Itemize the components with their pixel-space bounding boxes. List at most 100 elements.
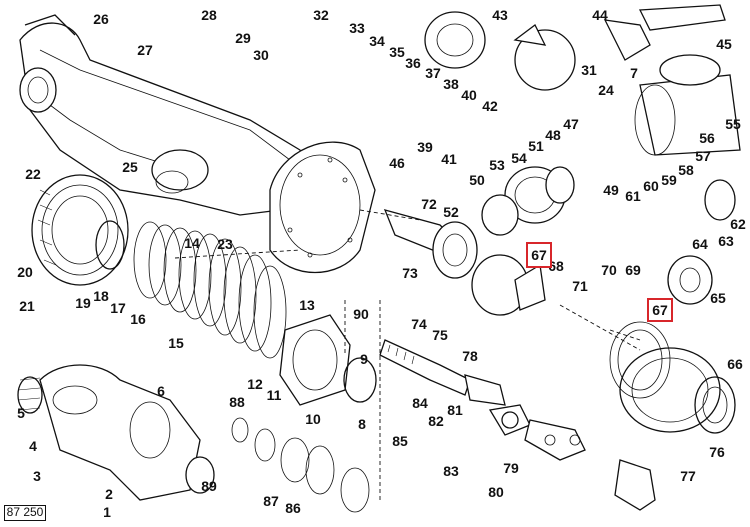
seal-set bbox=[231, 417, 370, 513]
callout-17: 17 bbox=[110, 300, 126, 316]
callout-86: 86 bbox=[285, 500, 301, 516]
callout-38: 38 bbox=[443, 76, 459, 92]
callout-21: 21 bbox=[19, 298, 35, 314]
callout-78: 78 bbox=[462, 348, 478, 364]
callout-60: 60 bbox=[643, 178, 659, 194]
callout-48: 48 bbox=[545, 127, 561, 143]
callout-74: 74 bbox=[411, 316, 427, 332]
callout-4: 4 bbox=[29, 438, 37, 454]
callout-82: 82 bbox=[428, 413, 444, 429]
callout-5: 5 bbox=[17, 405, 25, 421]
callout-45: 45 bbox=[716, 36, 732, 52]
callout-50a: 50 bbox=[469, 172, 485, 188]
callout-71: 71 bbox=[572, 278, 588, 294]
callout-85: 85 bbox=[392, 433, 408, 449]
callout-16: 16 bbox=[130, 311, 146, 327]
callout-87: 87 bbox=[263, 493, 279, 509]
callout-10: 10 bbox=[305, 411, 321, 427]
callout-84: 84 bbox=[412, 395, 428, 411]
pinion-assembly bbox=[383, 166, 575, 316]
callout-13: 13 bbox=[299, 297, 315, 313]
brake-disc-stack bbox=[133, 221, 287, 359]
callout-19: 19 bbox=[75, 295, 91, 311]
brake-hub bbox=[279, 314, 377, 406]
callout-31: 31 bbox=[581, 62, 597, 78]
callout-1: 1 bbox=[103, 504, 111, 520]
callout-66: 66 bbox=[727, 356, 743, 372]
callout-9: 9 bbox=[360, 351, 368, 367]
callout-34: 34 bbox=[369, 33, 385, 49]
callout-59: 59 bbox=[661, 172, 677, 188]
callout-52a: 52 bbox=[443, 204, 459, 220]
callout-72: 72 bbox=[421, 196, 437, 212]
callout-24: 24 bbox=[598, 82, 614, 98]
callout-42: 42 bbox=[482, 98, 498, 114]
callout-3: 3 bbox=[33, 468, 41, 484]
callout-6: 6 bbox=[157, 383, 165, 399]
callout-37: 37 bbox=[425, 65, 441, 81]
output-housing bbox=[634, 54, 741, 156]
callout-28: 28 bbox=[201, 7, 217, 23]
ring-gear bbox=[609, 321, 671, 399]
universal-joint bbox=[488, 404, 531, 436]
callout-14: 14 bbox=[184, 235, 200, 251]
callout-27a: 27 bbox=[137, 42, 153, 58]
callout-32: 32 bbox=[313, 7, 329, 23]
highlight-part-67-upper: 67 bbox=[526, 242, 552, 268]
yoke-assembly bbox=[524, 419, 656, 511]
callout-33: 33 bbox=[349, 20, 365, 36]
callout-81: 81 bbox=[447, 402, 463, 418]
callout-36: 36 bbox=[405, 55, 421, 71]
callout-39: 39 bbox=[417, 139, 433, 155]
callout-79: 79 bbox=[503, 460, 519, 476]
callout-69a: 69 bbox=[625, 262, 641, 278]
callout-18: 18 bbox=[93, 288, 109, 304]
callout-30: 30 bbox=[253, 47, 269, 63]
callout-90: 90 bbox=[353, 306, 369, 322]
callout-25: 25 bbox=[122, 159, 138, 175]
callout-35: 35 bbox=[389, 44, 405, 60]
diagram-reference-code: 87 250 bbox=[4, 505, 46, 521]
callout-83: 83 bbox=[443, 463, 459, 479]
output-flange bbox=[667, 179, 736, 305]
callout-89: 89 bbox=[201, 478, 217, 494]
axle-housing bbox=[19, 14, 311, 216]
callout-20a: 20 bbox=[17, 264, 33, 280]
callout-15: 15 bbox=[168, 335, 184, 351]
callout-29a: 29 bbox=[235, 30, 251, 46]
callout-73: 73 bbox=[402, 265, 418, 281]
callout-61: 61 bbox=[625, 188, 641, 204]
callout-49: 49 bbox=[603, 182, 619, 198]
callout-8: 8 bbox=[358, 416, 366, 432]
callout-54: 54 bbox=[511, 150, 527, 166]
callout-88: 88 bbox=[229, 394, 245, 410]
callout-55: 55 bbox=[725, 116, 741, 132]
callout-65: 65 bbox=[710, 290, 726, 306]
callout-77: 77 bbox=[680, 468, 696, 484]
callout-11: 11 bbox=[266, 387, 282, 403]
drive-shaft bbox=[379, 339, 506, 406]
callout-47: 47 bbox=[563, 116, 579, 132]
callout-58: 58 bbox=[678, 162, 694, 178]
callout-64: 64 bbox=[692, 236, 708, 252]
highlight-part-67-lower: 67 bbox=[647, 298, 673, 322]
callout-62: 62 bbox=[730, 216, 746, 232]
callout-46: 46 bbox=[389, 155, 405, 171]
callout-68a: 68 bbox=[548, 258, 564, 274]
callout-41: 41 bbox=[441, 151, 457, 167]
callout-76: 76 bbox=[709, 444, 725, 460]
carrier-housing bbox=[269, 141, 376, 274]
callout-2: 2 bbox=[105, 486, 113, 502]
planetary-hub bbox=[31, 174, 129, 286]
callout-80: 80 bbox=[488, 484, 504, 500]
bevel-gears-top bbox=[424, 4, 726, 91]
callout-56: 56 bbox=[699, 130, 715, 146]
callout-43: 43 bbox=[492, 7, 508, 23]
steering-knuckle bbox=[17, 364, 215, 501]
callout-7: 7 bbox=[630, 65, 638, 81]
callout-75: 75 bbox=[432, 327, 448, 343]
callout-70a: 70 bbox=[601, 262, 617, 278]
callout-57: 57 bbox=[695, 148, 711, 164]
